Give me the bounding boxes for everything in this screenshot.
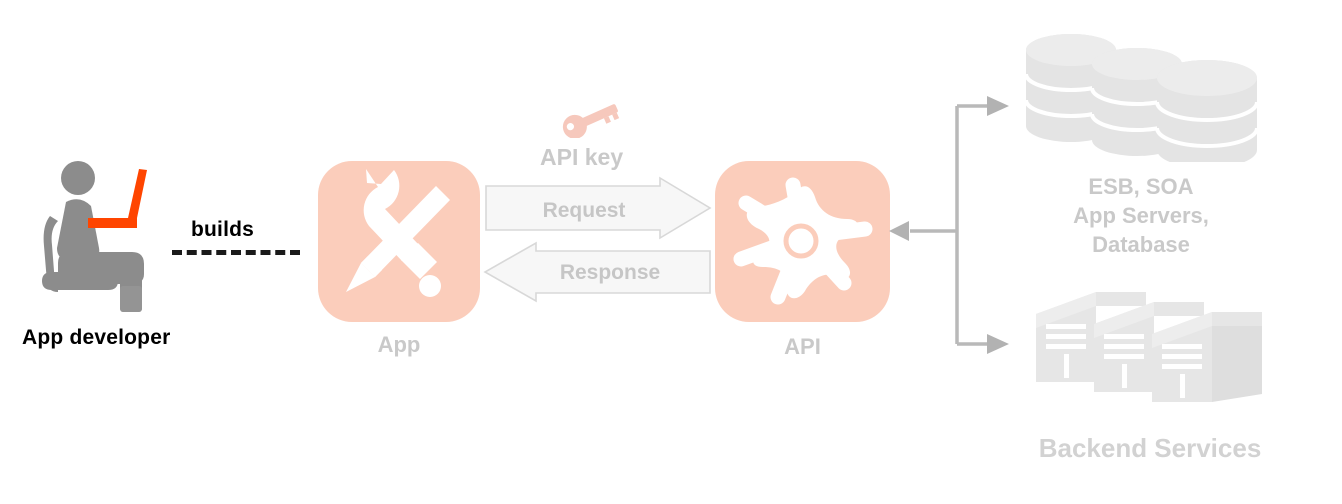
response-arrow: [480, 241, 712, 303]
database-label-line-3: Database: [1092, 232, 1190, 257]
response-arrow-shape: [483, 241, 711, 303]
wrench-and-pencil-icon: [346, 169, 450, 297]
seated-developer-icon: [42, 161, 147, 312]
api-hub-star-icon: [733, 177, 873, 305]
response-arrow-label: Response: [559, 261, 661, 284]
arrow-to-services: [987, 334, 1009, 354]
server-box-1: [1036, 292, 1146, 382]
builds-dashed-line: [172, 250, 300, 255]
request-arrow-label: Request: [542, 199, 626, 222]
app-node-box[interactable]: [318, 161, 480, 322]
server-boxes: [1036, 292, 1262, 402]
connector-lines: [889, 96, 1009, 354]
database-cylinder-3: [1155, 60, 1259, 168]
builds-label: builds: [191, 218, 255, 241]
laptop-icon: [88, 169, 147, 228]
database-label-line-1: ESB, SOA: [1088, 174, 1194, 199]
database-label-line-2: App Servers,: [1073, 203, 1209, 228]
request-arrow: [484, 176, 712, 240]
api-node-label: API: [784, 334, 821, 359]
request-arrow-shape: [485, 176, 712, 240]
app-developer-figure: [40, 160, 190, 315]
api-node-box[interactable]: [715, 161, 890, 322]
app-node-label: App: [377, 332, 421, 357]
database-group-label: ESB, SOA App Servers, Database: [1021, 172, 1261, 259]
api-key-label: API key: [540, 144, 624, 170]
backend-services-label: Backend Services: [1038, 433, 1262, 463]
arrow-to-api: [889, 221, 909, 241]
server-box-3: [1152, 312, 1262, 402]
app-developer-label: App developer: [22, 326, 171, 349]
api-key-icon: [559, 100, 621, 139]
database-cylinders: [1024, 34, 1259, 168]
arrow-to-databases: [987, 96, 1009, 116]
server-box-2: [1094, 302, 1204, 392]
server-racks-icon: [1028, 282, 1268, 404]
backend-connectors: [888, 90, 1018, 365]
key-icon: [562, 104, 620, 139]
database-stack-icon: [1020, 32, 1265, 168]
